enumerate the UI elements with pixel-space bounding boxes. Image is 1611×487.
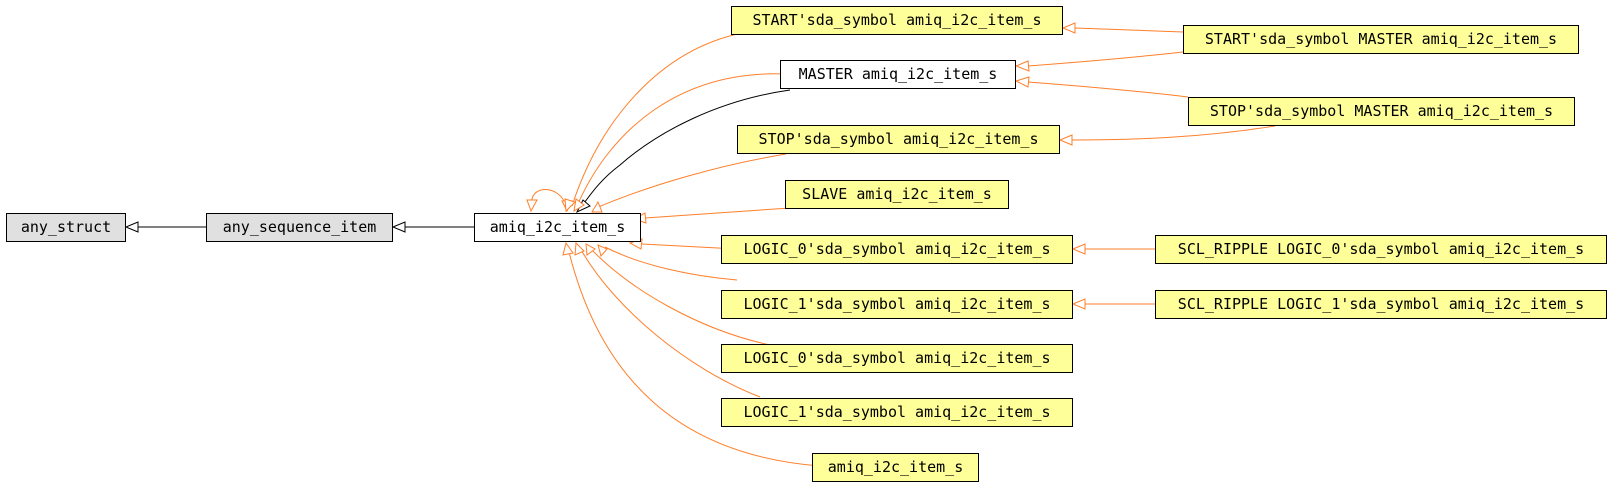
node-logic0-sda-symbol[interactable]: LOGIC_0'sda_symbol amiq_i2c_item_s — [721, 235, 1073, 264]
edge-start-sda-to-base-item — [571, 32, 743, 207]
node-master[interactable]: MASTER amiq_i2c_item_s — [780, 60, 1016, 89]
arrowhead — [391, 221, 406, 233]
edge-logic0-b-to-base-item — [589, 247, 771, 346]
node-amiq-i2c-item-s-bottom[interactable]: amiq_i2c_item_s — [812, 453, 979, 482]
node-start-sda-symbol-master[interactable]: START'sda_symbol MASTER amiq_i2c_item_s — [1183, 25, 1579, 54]
node-logic0-sda-symbol-2[interactable]: LOGIC_0'sda_symbol amiq_i2c_item_s — [721, 344, 1073, 373]
edge-master-to-base-item — [581, 89, 791, 207]
edge-stop-master-to-master — [1027, 81, 1189, 98]
node-any-struct[interactable]: any_struct — [6, 213, 126, 242]
arrowhead — [585, 243, 596, 256]
node-logic1-sda-symbol-2[interactable]: LOGIC_1'sda_symbol amiq_i2c_item_s — [721, 398, 1073, 427]
arrowhead — [1061, 22, 1076, 34]
arrowhead — [591, 200, 603, 213]
arrowhead — [573, 198, 585, 212]
edge-slave-to-base-item — [644, 207, 791, 219]
node-amiq-i2c-item-s[interactable]: amiq_i2c_item_s — [474, 213, 641, 242]
arrowhead — [562, 241, 574, 256]
node-logic1-sda-symbol[interactable]: LOGIC_1'sda_symbol amiq_i2c_item_s — [721, 290, 1073, 319]
node-stop-sda-symbol-master[interactable]: STOP'sda_symbol MASTER amiq_i2c_item_s — [1188, 97, 1575, 126]
arrowhead — [574, 241, 585, 256]
arrowhead — [564, 198, 576, 213]
edge-stop-master-to-stop-sda — [1071, 125, 1276, 141]
node-start-sda-symbol[interactable]: START'sda_symbol amiq_i2c_item_s — [731, 6, 1063, 35]
arrowhead — [1071, 243, 1086, 255]
edge-item-bottom-to-base-item — [567, 247, 821, 467]
edge-master-orange-to-base-item — [576, 73, 786, 207]
edge-logic1-a-to-base-item — [604, 246, 738, 281]
arrowhead — [1058, 134, 1073, 146]
edge-self-loop — [531, 189, 567, 207]
edge-stop-sda-to-base-item — [595, 153, 787, 209]
node-scl-ripple-logic1[interactable]: SCL_RIPPLE LOGIC_1'sda_symbol amiq_i2c_i… — [1155, 290, 1607, 319]
arrowhead — [526, 199, 538, 213]
arrowhead — [1014, 60, 1030, 72]
node-any-sequence-item[interactable]: any_sequence_item — [206, 213, 393, 242]
arrowhead — [1071, 298, 1086, 310]
node-slave[interactable]: SLAVE amiq_i2c_item_s — [785, 180, 1009, 209]
edge-logic1-b-to-base-item — [579, 247, 761, 398]
arrowhead — [597, 244, 608, 258]
arrowhead — [124, 221, 139, 233]
edge-start-master-to-master — [1027, 51, 1184, 67]
node-stop-sda-symbol[interactable]: STOP'sda_symbol amiq_i2c_item_s — [737, 125, 1060, 154]
arrowhead — [1014, 76, 1030, 88]
edge-start-master-to-start-sda — [1074, 27, 1184, 33]
node-scl-ripple-logic0[interactable]: SCL_RIPPLE LOGIC_0'sda_symbol amiq_i2c_i… — [1155, 235, 1607, 264]
